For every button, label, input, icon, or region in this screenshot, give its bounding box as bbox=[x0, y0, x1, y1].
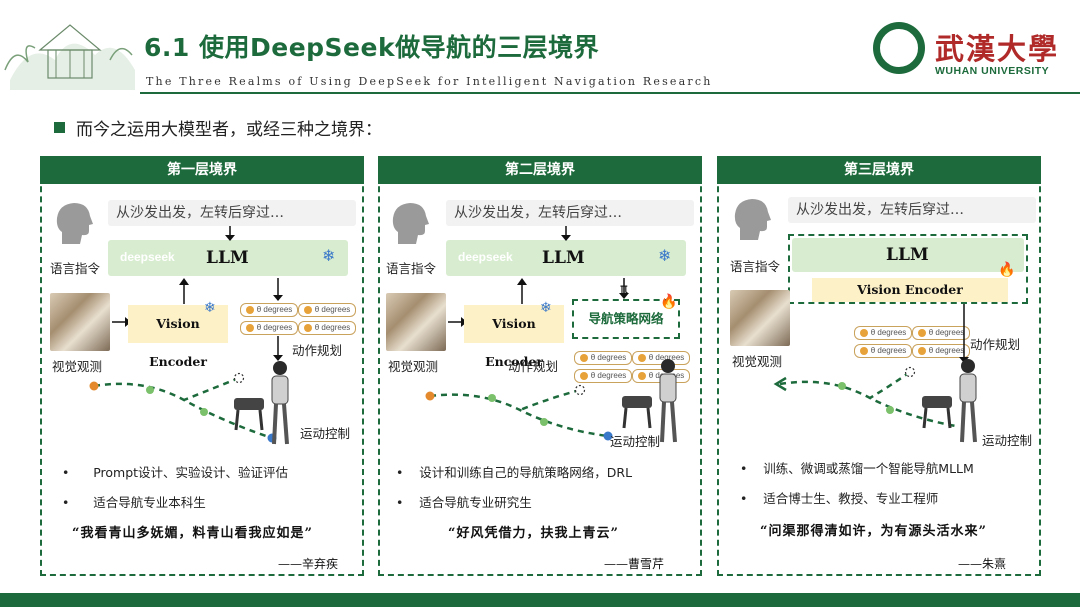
speaking-head-icon bbox=[734, 199, 771, 240]
action-token: θ degrees bbox=[240, 321, 298, 335]
action-token: θ degrees bbox=[854, 326, 912, 340]
frozen-snowflake-icon: ❄ bbox=[204, 300, 216, 316]
action-planning-label: 动作规划 bbox=[292, 343, 343, 358]
page-title: 6.1 使用DeepSeek做导航的三层境界 bbox=[144, 33, 600, 62]
motion-control-label: 运动控制 bbox=[610, 434, 661, 449]
page-subtitle: The Three Realms of Using DeepSeek for I… bbox=[146, 75, 713, 88]
frozen-snowflake-icon: ❄ bbox=[540, 300, 552, 316]
header-divider bbox=[140, 92, 1080, 94]
llm-block bbox=[446, 240, 686, 276]
arrow-encoder-to-llm bbox=[179, 278, 189, 304]
realm-3-bullet-1: • 训练、微调或蒸馏一个智能导航MLLM bbox=[740, 461, 974, 476]
action-token: θ degrees bbox=[240, 303, 298, 317]
realm-2-quote: “好风凭借力，扶我上青云” bbox=[448, 526, 619, 541]
visual-observation-label: 视觉观测 bbox=[388, 359, 439, 374]
panel-realm-3-header: 第三层境界 bbox=[717, 156, 1041, 184]
panel-realm-2-header: 第二层境界 bbox=[378, 156, 702, 184]
arrow-llm-to-policy bbox=[619, 278, 629, 299]
action-token: θ degrees bbox=[574, 369, 632, 383]
instruction-text-bar: 从沙发出发，左转后穿过… bbox=[788, 197, 1036, 223]
action-token: θ degrees bbox=[912, 326, 970, 340]
arrow-actions-to-robot bbox=[273, 336, 283, 361]
action-planning-label: 动作规划 bbox=[970, 337, 1021, 352]
action-token: θ degrees bbox=[298, 321, 356, 335]
visual-observation-label: 视觉观测 bbox=[732, 354, 783, 369]
panel-realm-1-header: 第一层境界 bbox=[40, 156, 364, 184]
arrow-instruction-to-llm bbox=[561, 226, 571, 241]
frozen-snowflake-icon: ❄ bbox=[658, 246, 672, 265]
action-token: θ degrees bbox=[632, 351, 690, 365]
visual-observation-image bbox=[386, 293, 446, 351]
arrow-instruction-to-llm bbox=[225, 226, 235, 241]
motion-control-label: 运动控制 bbox=[300, 426, 351, 441]
intro-text: 而今之运用大模型者，或经三种之境界： bbox=[76, 120, 382, 140]
llm-label: LLM bbox=[886, 245, 929, 265]
visual-observation-image bbox=[50, 293, 110, 351]
panel-realm-2 bbox=[378, 156, 702, 576]
arrow-actions-to-robot bbox=[959, 304, 969, 363]
action-token: θ degrees bbox=[298, 303, 356, 317]
navigation-trajectory-path bbox=[773, 366, 957, 428]
visual-observation-label: 视觉观测 bbox=[52, 359, 103, 374]
mllm-trainable-frame bbox=[788, 234, 1028, 304]
robot-dog-and-humanoid-icon bbox=[234, 361, 289, 445]
realm-2-bullet-1: • 设计和训练自己的导航策略网络，DRL bbox=[396, 465, 633, 480]
instruction-text-bar: 从沙发出发，左转后穿过… bbox=[446, 200, 694, 226]
language-instruction-label: 语言指令 bbox=[50, 261, 101, 276]
realm-3-bullet-2: • 适合博士生、教授、专业工程师 bbox=[740, 491, 939, 506]
trainable-fire-icon: 🔥 bbox=[660, 294, 678, 310]
deepseek-logo: deepseek bbox=[120, 250, 175, 264]
frozen-snowflake-icon: ❄ bbox=[322, 246, 336, 265]
llm-label: LLM bbox=[206, 248, 249, 268]
vision-encoder-block: Vision Encoder bbox=[812, 278, 1008, 302]
llm-block bbox=[792, 238, 1024, 272]
action-planning-label: 动作规划 bbox=[508, 359, 559, 374]
robot-dog-and-humanoid-icon bbox=[922, 359, 977, 443]
realm-1-quote-author: ——辛弃疾 bbox=[278, 557, 339, 571]
llm-block bbox=[108, 240, 348, 276]
robot-dog-and-humanoid-icon bbox=[622, 359, 677, 443]
language-instruction-label: 语言指令 bbox=[730, 259, 781, 274]
language-instruction-label: 语言指令 bbox=[386, 261, 437, 276]
visual-observation-image bbox=[730, 290, 790, 346]
campus-sketch-illustration bbox=[0, 0, 140, 98]
university-logo-en: WUHAN UNIVERSITY bbox=[935, 65, 1050, 77]
llm-label: LLM bbox=[542, 248, 585, 268]
action-token: θ degrees bbox=[854, 344, 912, 358]
realm-1-bullet-1: • Prompt设计、实验设计、验证评估 bbox=[62, 465, 289, 480]
navigation-trajectory-path bbox=[425, 384, 613, 441]
realm-2-bullet-2: • 适合导航专业研究生 bbox=[396, 495, 532, 510]
action-token: θ degrees bbox=[912, 344, 970, 358]
speaking-head-icon bbox=[392, 203, 429, 244]
vision-encoder-block: Vision Encoder bbox=[128, 305, 228, 369]
instruction-text-bar: 从沙发出发，左转后穿过… bbox=[108, 200, 356, 226]
action-token: θ degrees bbox=[574, 351, 632, 365]
navigation-policy-network-block: 导航策略网络 bbox=[572, 299, 680, 339]
intro-bullet-icon bbox=[54, 122, 65, 133]
arrow-llm-to-actions bbox=[273, 278, 283, 301]
realm-3-quote: “问渠那得清如许，为有源头活水来” bbox=[760, 524, 987, 539]
deepseek-logo: deepseek bbox=[458, 250, 513, 264]
university-seal-inner bbox=[879, 28, 919, 68]
realm-1-bullet-2: • 适合导航专业本科生 bbox=[62, 495, 206, 510]
vision-encoder-block: Vision Encoder bbox=[464, 305, 564, 369]
trainable-fire-icon: 🔥 bbox=[998, 262, 1016, 278]
realm-3-quote-author: ——朱熹 bbox=[958, 557, 1007, 571]
arrow-encoder-to-llm bbox=[517, 278, 527, 304]
speaking-head-icon bbox=[56, 203, 93, 244]
panel-realm-3 bbox=[717, 156, 1041, 576]
footer-bar bbox=[0, 593, 1080, 607]
realm-2-quote-author: ——曹雪芹 bbox=[604, 557, 665, 571]
realm-1-quote: “我看青山多妩媚，料青山看我应如是” bbox=[72, 526, 313, 541]
university-logo-cn: 武漢大學 bbox=[935, 32, 1060, 66]
motion-control-label: 运动控制 bbox=[982, 433, 1033, 448]
navigation-trajectory-path bbox=[89, 372, 277, 443]
